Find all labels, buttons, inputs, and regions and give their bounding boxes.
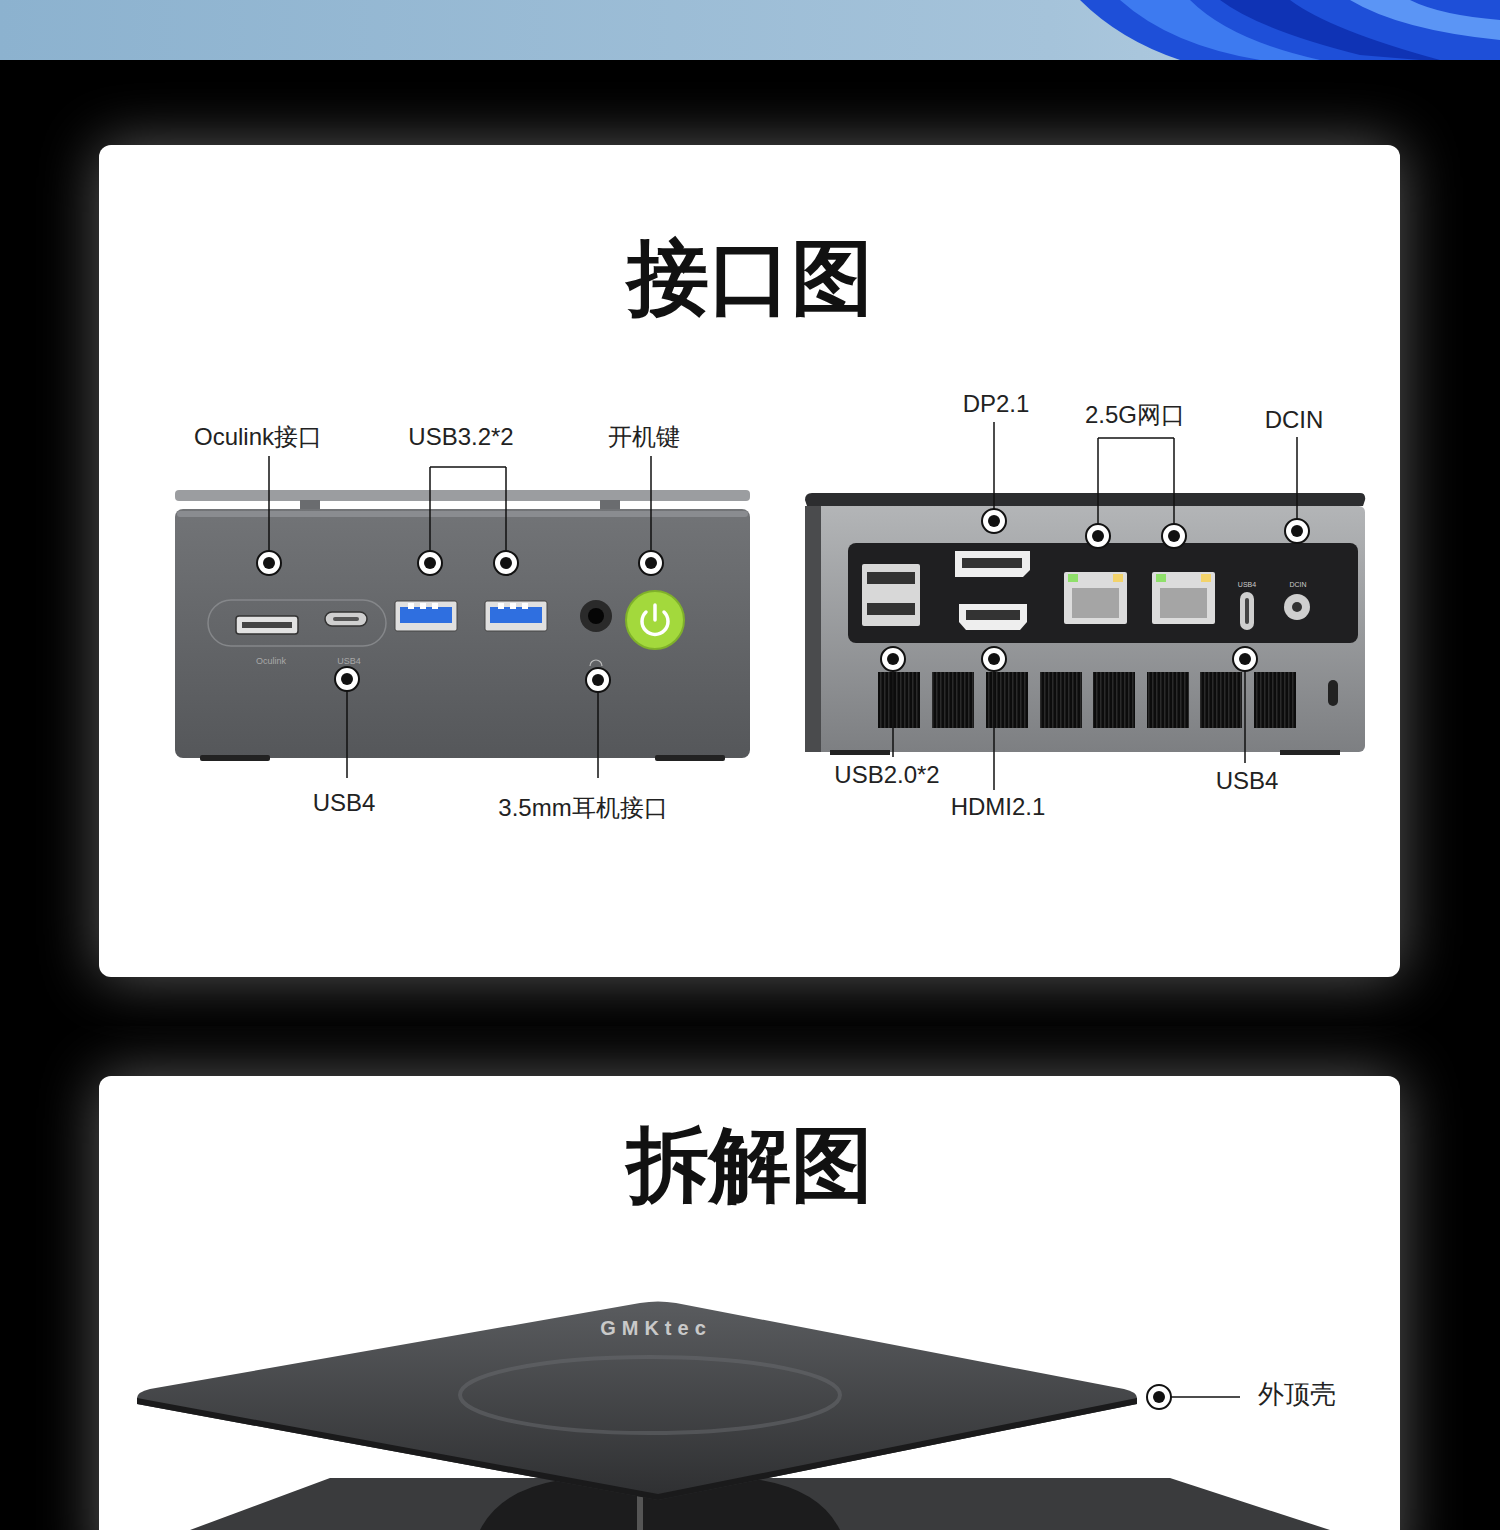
callout-label: DP2.1 xyxy=(963,391,1030,417)
callout-label: USB3.2*2 xyxy=(408,424,513,450)
callout-label: 开机键 xyxy=(608,424,680,450)
callout-label: USB4 xyxy=(1216,768,1279,794)
callout-label: DCIN xyxy=(1265,407,1324,433)
port-marking: DCIN xyxy=(1289,581,1306,589)
callout-label: 3.5mm耳机接口 xyxy=(498,795,667,821)
callout-label: USB2.0*2 xyxy=(834,762,939,788)
callout-label: HDMI2.1 xyxy=(951,794,1046,820)
section-heading: 接口图 xyxy=(627,233,873,323)
callout-label: Oculink接口 xyxy=(194,424,322,450)
section-heading: 拆解图 xyxy=(627,1120,873,1210)
port-marking: USB4 xyxy=(337,657,361,667)
brand-logo: GMKtec xyxy=(600,1317,712,1339)
callout-label: USB4 xyxy=(313,790,376,816)
port-marking: USB4 xyxy=(1238,581,1256,589)
callout-label: 外顶壳 xyxy=(1258,1380,1336,1409)
port-marking: Oculink xyxy=(256,657,286,667)
callout-label: 2.5G网口 xyxy=(1085,402,1185,428)
